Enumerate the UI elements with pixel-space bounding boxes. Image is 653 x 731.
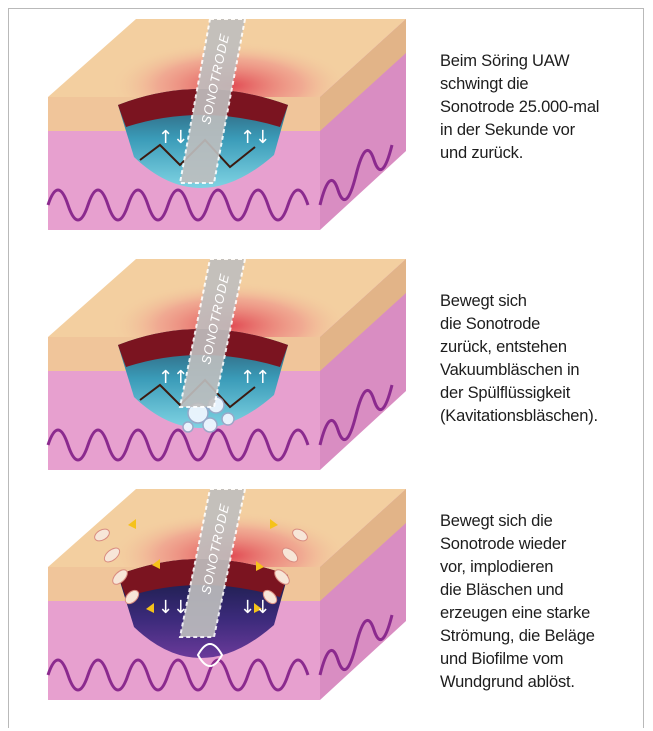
caption-line: Wundgrund ablöst. — [440, 671, 645, 694]
diagram-panel-3: SONOTRODE ↓↓ ↓↓ — [40, 485, 410, 720]
caption-line: (Kavitationsbläschen). — [440, 405, 645, 428]
motion-arrows-left: ↑↑ — [158, 367, 188, 388]
motion-arrows-right: ↑↓ — [240, 127, 270, 148]
caption-line: vor, implodieren — [440, 556, 645, 579]
motion-arrows-right: ↓↓ — [240, 597, 270, 618]
wound-illustration-3: SONOTRODE ↓↓ ↓↓ — [40, 485, 410, 720]
wound-illustration-1: SONOTRODE ↑↓ ↑↓ — [40, 15, 410, 250]
caption-1: Beim Söring UAW schwingt die Sonotrode 2… — [440, 50, 645, 165]
caption-line: zurück, entstehen — [440, 336, 645, 359]
caption-line: und Biofilme vom — [440, 648, 645, 671]
wound-illustration-2: SONOTRODE ↑↑ ↑↑ — [40, 255, 410, 490]
caption-line: in der Sekunde vor — [440, 119, 645, 142]
caption-3: Bewegt sich die Sonotrode wieder vor, im… — [440, 510, 645, 694]
caption-line: Vakuumbläschen in — [440, 359, 645, 382]
caption-2: Bewegt sich die Sonotrode zurück, entste… — [440, 290, 645, 428]
diagram-panel-2: SONOTRODE ↑↑ ↑↑ — [40, 255, 410, 490]
caption-line: der Spülflüssigkeit — [440, 382, 645, 405]
caption-line: Bewegt sich die — [440, 510, 645, 533]
caption-line: und zurück. — [440, 142, 645, 165]
caption-line: Bewegt sich — [440, 290, 645, 313]
caption-line: Strömung, die Beläge — [440, 625, 645, 648]
caption-line: Beim Söring UAW — [440, 50, 645, 73]
caption-line: Sonotrode 25.000-mal — [440, 96, 645, 119]
motion-arrows-right: ↑↑ — [240, 367, 270, 388]
caption-line: Sonotrode wieder — [440, 533, 645, 556]
caption-line: schwingt die — [440, 73, 645, 96]
motion-arrows-left: ↑↓ — [158, 127, 188, 148]
caption-line: erzeugen eine starke — [440, 602, 645, 625]
caption-line: die Sonotrode — [440, 313, 645, 336]
diagram-panel-1: SONOTRODE ↑↓ ↑↓ — [40, 15, 410, 250]
motion-arrows-left: ↓↓ — [158, 597, 188, 618]
caption-line: die Bläschen und — [440, 579, 645, 602]
